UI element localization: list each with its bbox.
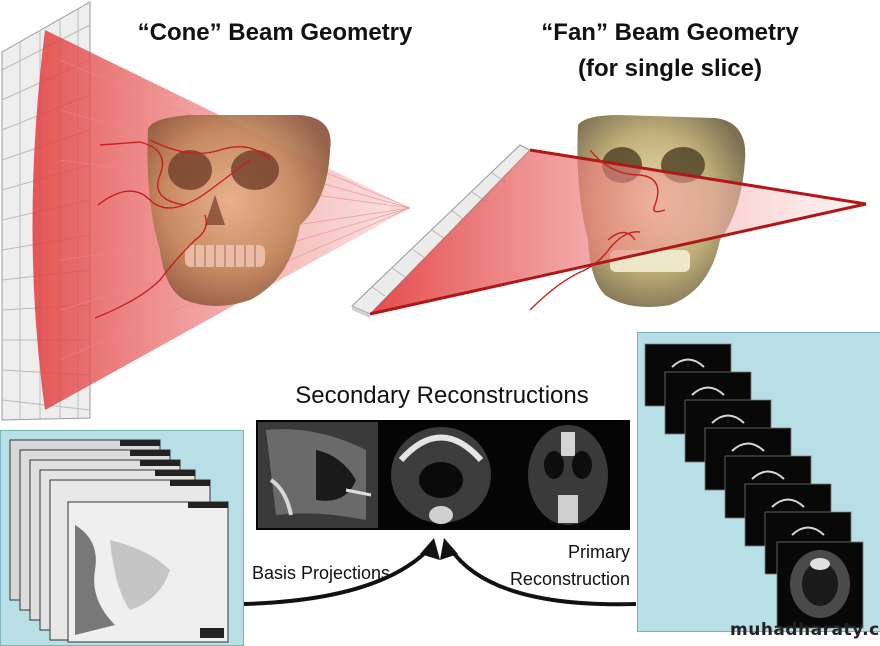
left-curved-arrow-icon [243, 538, 440, 606]
fan-scatter-rays [529, 149, 666, 311]
secondary-reconstructions-title: Secondary Reconstructions [295, 382, 589, 409]
primary-reconstruction-label-line1: Primary [568, 542, 630, 562]
flow-arrows [243, 538, 637, 607]
primary-reconstruction-stack [644, 343, 864, 629]
fan-beam [369, 148, 867, 316]
basis-projections-label: Basis Projections [252, 563, 391, 583]
axial-mandible-image [391, 427, 491, 524]
site-watermark: muhadharaty.com [730, 620, 880, 640]
right-curved-arrow-icon [440, 538, 637, 607]
coronal-slice-image [528, 425, 608, 525]
primary-reconstruction-label-line2: Reconstruction [509, 569, 630, 589]
fan-beam-subtitle: (for single slice) [577, 55, 763, 82]
cone-scatter-rays [94, 139, 271, 319]
secondary-reconstructions-images [256, 420, 630, 530]
cone-beam-title: “Cone” Beam Geometry [137, 19, 413, 46]
fan-beam-title: “Fan” Beam Geometry [541, 19, 799, 46]
cone-skull-illustration [147, 115, 331, 306]
basis-projections-stack [9, 439, 229, 643]
sagittal-slice-image [258, 422, 378, 528]
